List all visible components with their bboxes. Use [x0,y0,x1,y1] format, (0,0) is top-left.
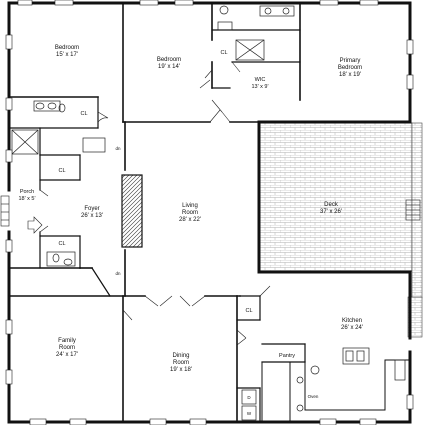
dryer-label: D [247,395,251,400]
room-dims-bedroom-2: 19' x 14' [158,64,180,70]
room-dims-kitchen: 26' x 24' [341,325,363,331]
doors [39,61,271,346]
small-labels: CL CL CL CL CL Pantry Oven D W dn dn [58,50,318,416]
room-dims-wic: 13' x 9' [251,84,268,90]
room-dims-porch: 18' x 5' [18,196,35,202]
stair-down-label-upper: dn [115,146,121,151]
room-name-bedroom-2: Bedroom [157,57,181,63]
room-name-kitchen: Kitchen [342,318,362,324]
room-name-deck: Deck [324,202,339,208]
stair-down-label-lower: dn [115,271,121,276]
pantry-label: Pantry [279,353,295,359]
windows [5,0,414,425]
room-dims-living-room: 28' x 22' [179,217,201,223]
washer-label: W [247,411,252,416]
room-name-bedroom-1: Bedroom [55,45,79,51]
closet-label-hall: CL [58,168,65,174]
room-dims-dining-room: 19' x 18' [170,367,192,373]
room-name-wic: WIC [255,77,266,83]
oven-label: Oven [308,394,319,399]
room-name-porch: Porch [20,189,34,195]
room-dims-primary-bedroom: 18' x 19' [339,72,361,78]
porch-steps [0,195,421,234]
closet-label-bath: CL [80,111,87,117]
bath-fixtures [11,5,295,267]
room-labels: Bedroom 15' x 17' Bedroom 19' x 14' Prim… [18,45,363,373]
closet-label-kitchen: CL [245,308,252,314]
fireplace [121,174,143,248]
closet-label-foyer: CL [58,241,65,247]
closet-label-wic: CL [220,50,227,56]
room-dims-foyer: 26' x 13' [81,213,103,219]
room-dims-deck: 37' x 26' [320,209,342,215]
room-dims-bedroom-1: 15' x 17' [56,52,78,58]
deck-area [258,122,423,338]
room-name-foyer: Foyer [84,206,99,212]
room-dims-family-room: 24' x 17' [56,352,78,358]
kitchen-fixtures [241,347,406,421]
